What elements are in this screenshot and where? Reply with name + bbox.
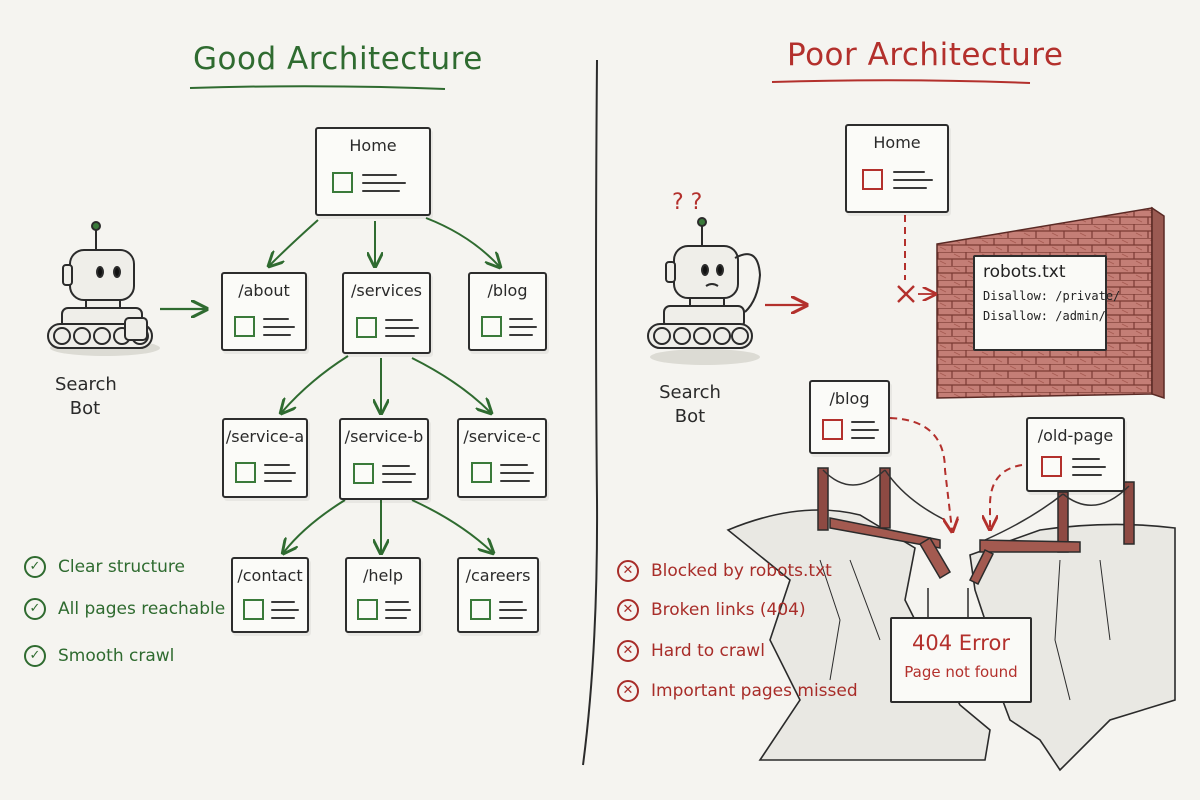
good-bot-label-line1: Search: [55, 374, 117, 395]
poor-point-2: ✕ Broken links (404): [617, 599, 806, 621]
node-label: /help: [363, 566, 403, 585]
good-node-home: Home: [315, 127, 431, 216]
check-circle-icon: ✓: [24, 645, 46, 667]
good-node-careers: /careers: [457, 557, 539, 633]
good-node-service-a: /service-a: [222, 418, 308, 498]
poor-point-text: Blocked by robots.txt: [651, 561, 832, 581]
node-label: /service-a: [225, 427, 305, 446]
404-error-sign: 404 Error Page not found: [890, 617, 1032, 703]
check-circle-icon: ✓: [24, 556, 46, 578]
poor-node-blog: /blog: [809, 380, 890, 454]
good-point-text: All pages reachable: [58, 599, 226, 619]
poor-node-old-page: /old-page: [1026, 417, 1125, 492]
node-label: /blog: [487, 281, 528, 300]
good-node-service-c: /service-c: [457, 418, 547, 498]
page-thumbnail-icon: [353, 463, 374, 484]
good-point-text: Clear structure: [58, 557, 186, 577]
robots-txt-title: robots.txt: [983, 262, 1066, 282]
center-divider: [582, 59, 599, 766]
good-search-bot: [47, 221, 160, 356]
good-node-help: /help: [345, 557, 421, 633]
x-circle-icon: ✕: [617, 560, 639, 582]
node-label: /service-b: [344, 427, 424, 446]
good-point-1: ✓ Clear structure: [24, 556, 185, 578]
robots-txt-notice: robots.txt Disallow: /private/ Disallow:…: [973, 255, 1121, 351]
broken-bridge: [817, 467, 1135, 586]
poor-bot-label-line2: Bot: [674, 406, 706, 427]
poor-title-underline: [771, 79, 1031, 84]
good-point-2: ✓ All pages reachable: [24, 598, 225, 620]
node-label: /about: [238, 281, 290, 300]
x-circle-icon: ✕: [617, 640, 639, 662]
poor-bot-label-line1: Search: [659, 382, 721, 403]
blocked-x-icon: [897, 285, 915, 303]
page-thumbnail-icon: [332, 172, 353, 193]
x-circle-icon: ✕: [617, 599, 639, 621]
node-label: /careers: [465, 566, 531, 585]
page-thumbnail-icon: [234, 316, 255, 337]
check-circle-icon: ✓: [24, 598, 46, 620]
good-point-text: Smooth crawl: [58, 646, 175, 666]
poor-point-3: ✕ Hard to crawl: [617, 640, 765, 662]
page-thumbnail-icon: [1041, 456, 1062, 477]
poor-point-text: Hard to crawl: [651, 641, 765, 661]
good-bot-label-line2: Bot: [69, 398, 101, 419]
poor-point-text: Broken links (404): [651, 600, 806, 620]
x-circle-icon: ✕: [617, 680, 639, 702]
good-bot-label: Search Bot: [55, 373, 117, 421]
page-thumbnail-icon: [471, 462, 492, 483]
page-thumbnail-icon: [357, 599, 378, 620]
page-thumbnail-icon: [470, 599, 491, 620]
poor-point-4: ✕ Important pages missed: [617, 680, 858, 702]
poor-architecture-title: Poor Architecture: [787, 37, 1064, 73]
good-node-services: /services: [342, 272, 431, 354]
robots-txt-line-1: Disallow: /private/: [983, 289, 1121, 303]
page-thumbnail-icon: [862, 169, 883, 190]
node-label: /contact: [237, 566, 303, 585]
node-label: /services: [350, 281, 423, 300]
good-node-blog: /blog: [468, 272, 547, 351]
blog-broken-link: [889, 417, 952, 530]
good-title-underline: [189, 85, 446, 90]
good-point-3: ✓ Smooth crawl: [24, 645, 174, 667]
error-message: Page not found: [904, 663, 1018, 681]
good-architecture-title: Good Architecture: [193, 41, 483, 77]
page-thumbnail-icon: [481, 316, 502, 337]
page-thumbnail-icon: [235, 462, 256, 483]
error-sign-posts: [927, 588, 969, 617]
node-label: Home: [873, 133, 921, 152]
node-label: /blog: [829, 389, 870, 408]
page-thumbnail-icon: [822, 419, 843, 440]
old-page-broken-link: [990, 464, 1023, 528]
poor-node-home: Home: [845, 124, 949, 213]
poor-bot-label: Search Bot: [657, 381, 723, 429]
good-node-contact: /contact: [231, 557, 309, 633]
good-tree-arrows: [270, 217, 499, 552]
node-label: Home: [349, 136, 397, 155]
node-label: /service-c: [463, 427, 541, 446]
confused-question-marks: ? ?: [672, 190, 703, 215]
robots-txt-line-2: Disallow: /admin/: [983, 309, 1106, 323]
poor-point-text: Important pages missed: [651, 681, 858, 701]
error-code: 404 Error: [912, 631, 1010, 655]
good-node-about: /about: [221, 272, 307, 351]
poor-search-bot: [647, 217, 762, 365]
page-thumbnail-icon: [243, 599, 264, 620]
page-thumbnail-icon: [356, 317, 377, 338]
poor-point-1: ✕ Blocked by robots.txt: [617, 560, 832, 582]
good-node-service-b: /service-b: [339, 418, 429, 500]
node-label: /old-page: [1037, 426, 1114, 445]
